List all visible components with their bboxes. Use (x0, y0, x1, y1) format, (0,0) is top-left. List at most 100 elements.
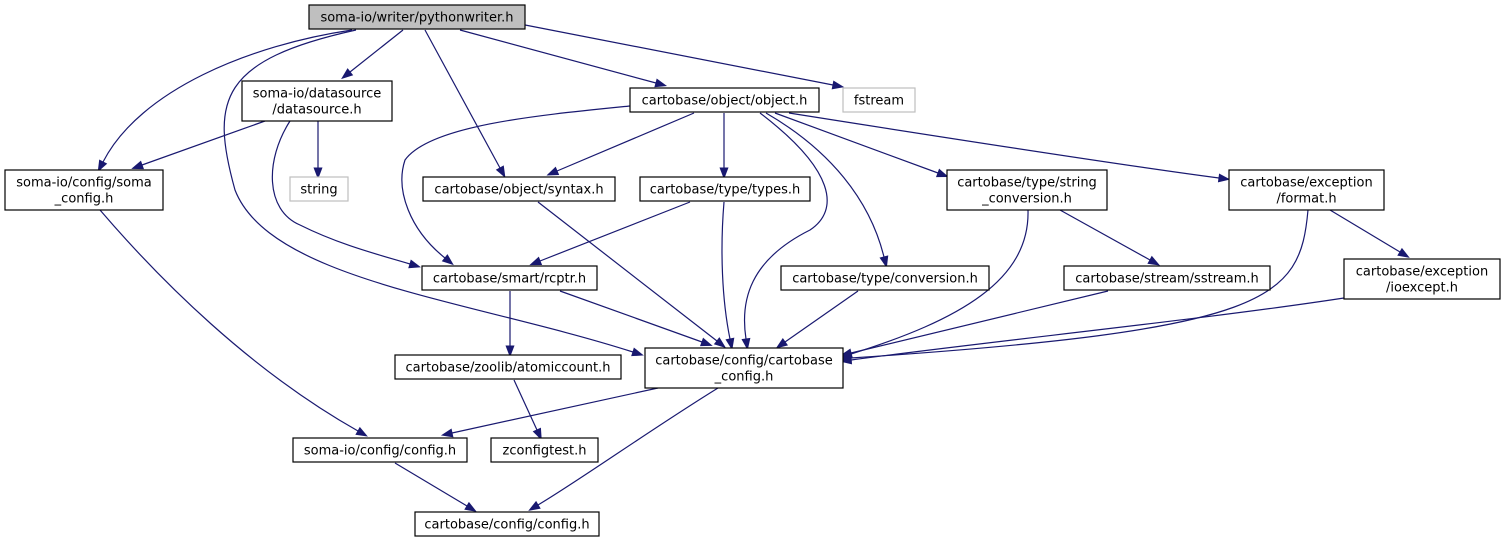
node-label: cartobase/config/config.h (424, 518, 589, 533)
edge-line (513, 379, 538, 431)
node-label: fstream (854, 94, 904, 109)
node-cartobase-config[interactable]: cartobase/config/cartobase_config.h (644, 347, 844, 389)
edge-line (850, 209, 1029, 355)
node-label: _config.h (714, 370, 774, 385)
edge-line (850, 290, 1109, 354)
node-box (422, 176, 616, 202)
edge-line (559, 290, 703, 343)
node-label: cartobase/stream/sstream.h (1075, 272, 1259, 287)
edge-syntax-to-cartobase_config (537, 201, 727, 348)
node-label: cartobase/smart/rcptr.h (433, 272, 586, 287)
node-string-conversion[interactable]: cartobase/type/string_conversion.h (946, 169, 1108, 211)
edge-line (539, 201, 691, 262)
node-conversion[interactable]: cartobase/type/conversion.h (780, 265, 990, 291)
edge-types-to-cartobase_config (721, 201, 735, 351)
edge-line (850, 297, 1345, 361)
edge-rcptr-to-cartobase_config (559, 290, 713, 347)
edge-line (788, 112, 1220, 179)
node-label: cartobase/type/conversion.h (792, 272, 978, 287)
node-label: _conversion.h (981, 192, 1072, 207)
node-label: cartobase/object/object.h (642, 94, 808, 109)
edge-line (451, 387, 659, 434)
edge-line (537, 201, 718, 342)
node-label: cartobase/exception (1356, 265, 1488, 280)
node-box (780, 265, 990, 291)
arrowhead (775, 338, 789, 349)
edge-ioexcept-to-cartobase_config (839, 297, 1345, 365)
arrowhead (355, 426, 368, 437)
edge-somaio_config-to-carto_config (394, 462, 477, 512)
edge-line (394, 462, 468, 507)
edge-types-to-rcptr (529, 201, 691, 266)
node-sstream[interactable]: cartobase/stream/sstream.h (1063, 265, 1271, 291)
node-box (946, 169, 1108, 211)
node-fstream: fstream (842, 87, 916, 113)
arrowhead (408, 259, 421, 269)
node-datasource[interactable]: soma-io/datasource/datasource.h (241, 80, 393, 122)
arrowhead (839, 355, 853, 365)
node-carto-config[interactable]: cartobase/config/config.h (414, 511, 600, 537)
node-types[interactable]: cartobase/type/types.h (639, 176, 811, 202)
edge-line (102, 29, 353, 163)
arrowhead (495, 165, 506, 179)
node-label: cartobase/exception (1240, 176, 1372, 191)
edge-line (424, 29, 501, 169)
arrowhead (699, 337, 713, 347)
edge-string_conversion-to-sstream (1059, 209, 1160, 266)
arrowhead (725, 337, 735, 351)
arrowhead (1147, 255, 1160, 266)
node-zconfigtest[interactable]: zconfigtest.h (490, 437, 599, 463)
arrowhead (713, 337, 727, 348)
arrowhead (131, 160, 144, 170)
node-ioexcept[interactable]: cartobase/exception/ioexcept.h (1343, 258, 1501, 300)
node-box (241, 80, 393, 122)
node-label: cartobase/zoolib/atomiccount.h (406, 361, 611, 376)
edge-pythonwriter-to-object (459, 29, 668, 88)
edge-datasource-to-soma_config (131, 120, 266, 170)
node-soma-config[interactable]: soma-io/config/soma_config.h (4, 169, 164, 211)
edge-cartobase_config-to-somaio_config (440, 387, 659, 438)
edge-datasource-to-string (313, 121, 323, 180)
arrowhead (505, 345, 515, 358)
arrowhead (441, 254, 454, 266)
node-label: cartobase/type/types.h (650, 183, 800, 198)
node-label: soma-io/writer/pythonwriter.h (320, 11, 513, 26)
edge-line (223, 29, 634, 353)
node-object[interactable]: cartobase/object/object.h (629, 87, 820, 113)
edge-line (349, 29, 404, 73)
edge-object-to-format (788, 112, 1231, 183)
arrowhead (1217, 173, 1231, 183)
node-pythonwriter[interactable]: soma-io/writer/pythonwriter.h (308, 4, 526, 30)
node-box (1228, 169, 1385, 211)
node-box (4, 169, 164, 211)
node-somaio-config[interactable]: soma-io/config/config.h (292, 437, 468, 463)
node-box (421, 265, 598, 291)
edge-object-to-rcptr (401, 105, 631, 266)
edge-sstream-to-cartobase_config (839, 290, 1109, 358)
node-box (490, 437, 599, 463)
edge-line (271, 120, 411, 265)
node-format[interactable]: cartobase/exception/format.h (1228, 169, 1385, 211)
nodes-layer: soma-io/writer/pythonwriter.h soma-io/dat… (4, 4, 1501, 537)
arrowhead (631, 347, 644, 357)
node-label: cartobase/config/cartobase (655, 354, 833, 369)
node-rcptr[interactable]: cartobase/smart/rcptr.h (421, 265, 598, 291)
edge-datasource-to-rcptr (271, 120, 421, 269)
node-atomiccount[interactable]: cartobase/zoolib/atomiccount.h (394, 354, 622, 380)
edge-cartobase_config-to-carto_config (528, 387, 719, 511)
arrowhead (341, 68, 354, 80)
arrowhead (719, 167, 729, 180)
edge-line (774, 112, 939, 174)
node-label: zconfigtest.h (503, 444, 587, 459)
node-box (842, 87, 916, 113)
node-label: soma-io/config/config.h (304, 444, 456, 459)
node-label: cartobase/type/string (957, 176, 1097, 191)
node-syntax[interactable]: cartobase/object/syntax.h (422, 176, 616, 202)
edge-line (141, 120, 266, 166)
edge-line (1059, 209, 1151, 261)
node-label: string (300, 183, 337, 198)
edge-line (784, 290, 859, 343)
arrowhead (97, 159, 108, 173)
edge-object-to-types (719, 113, 729, 180)
arrowhead (532, 427, 542, 441)
